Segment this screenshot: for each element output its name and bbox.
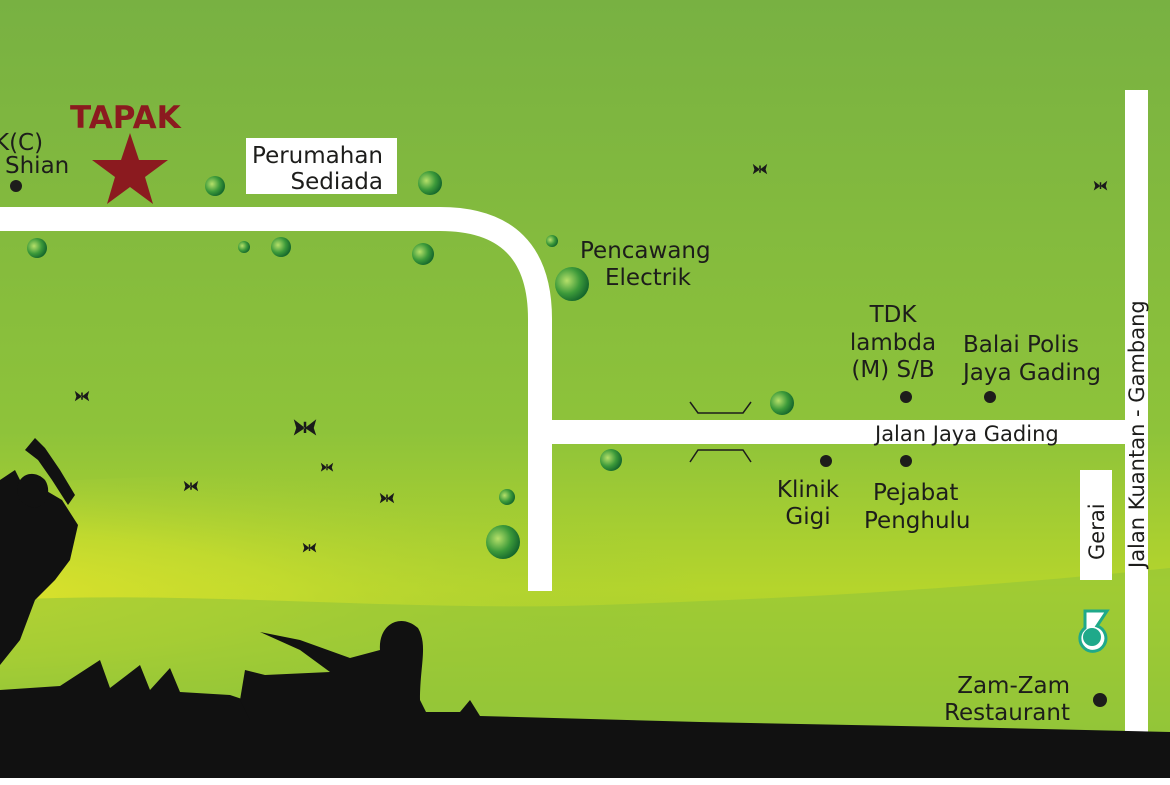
place-label-tdk-line1: TDK [869,302,918,328]
tree-icon [27,238,47,258]
location-dot [10,180,22,192]
place-label-tdk-line3: (M) S/B [851,357,934,383]
place-label-pejabat-line2: Penghulu [864,508,971,534]
place-label-perumahan-line1: Perumahan [252,143,383,169]
place-label-balai-line1: Balai Polis [963,332,1079,358]
site-label: TAPAK [70,100,182,136]
silhouette-person-jumping [0,470,78,665]
place-label-klinik-line1: Klinik [777,477,840,503]
place-label-perumahan-line2: Sediada [290,169,383,195]
bridge-icon [689,401,752,463]
road-label-kuantan-gambang: Jalan Kuantan - Gambang [1125,300,1149,570]
road-jalan-kuantan-gambang [1125,90,1148,740]
place-label-balai-line2: Jaya Gading [961,360,1101,386]
tree-icon [546,235,558,247]
trees [27,171,794,559]
location-dot [820,455,832,467]
location-dot [984,391,996,403]
tree-icon [555,267,589,301]
place-label-gerai: Gerai [1085,503,1109,560]
location-dot [900,391,912,403]
road-perumahan [0,207,552,591]
tree-icon [486,525,520,559]
star-icon [92,133,168,204]
petronas-icon [1078,609,1110,653]
tree-icon [271,237,291,257]
place-label-tdk-line2: lambda [850,330,936,356]
place-label-shian-line1: K(C) [0,130,43,156]
tree-icon [238,241,250,253]
tree-icon [205,176,225,196]
silhouette-person-sitting [240,620,430,720]
silhouette-ground [0,438,1170,780]
place-label-pejabat-line1: Pejabat [873,480,958,506]
tree-icon [418,171,442,195]
place-label-zamzam-line2: Restaurant [944,700,1070,726]
location-dot [1093,693,1107,707]
place-label-pencawang-line2: Electrik [605,265,692,291]
place-label-zamzam-line1: Zam-Zam [957,673,1070,699]
place-label-shian-line2: Shian [5,153,69,179]
gerai-box [1080,470,1112,580]
perumahan-box [246,138,397,194]
tree-icon [412,243,434,265]
tree-icon [600,449,622,471]
road-label-jaya-gading: Jalan Jaya Gading [873,422,1059,446]
tree-icon [499,489,515,505]
bottom-border [0,778,1170,785]
place-label-pencawang-line1: Pencawang [580,238,711,264]
place-label-klinik-line2: Gigi [785,504,830,530]
location-dot [900,455,912,467]
tree-icon [770,391,794,415]
